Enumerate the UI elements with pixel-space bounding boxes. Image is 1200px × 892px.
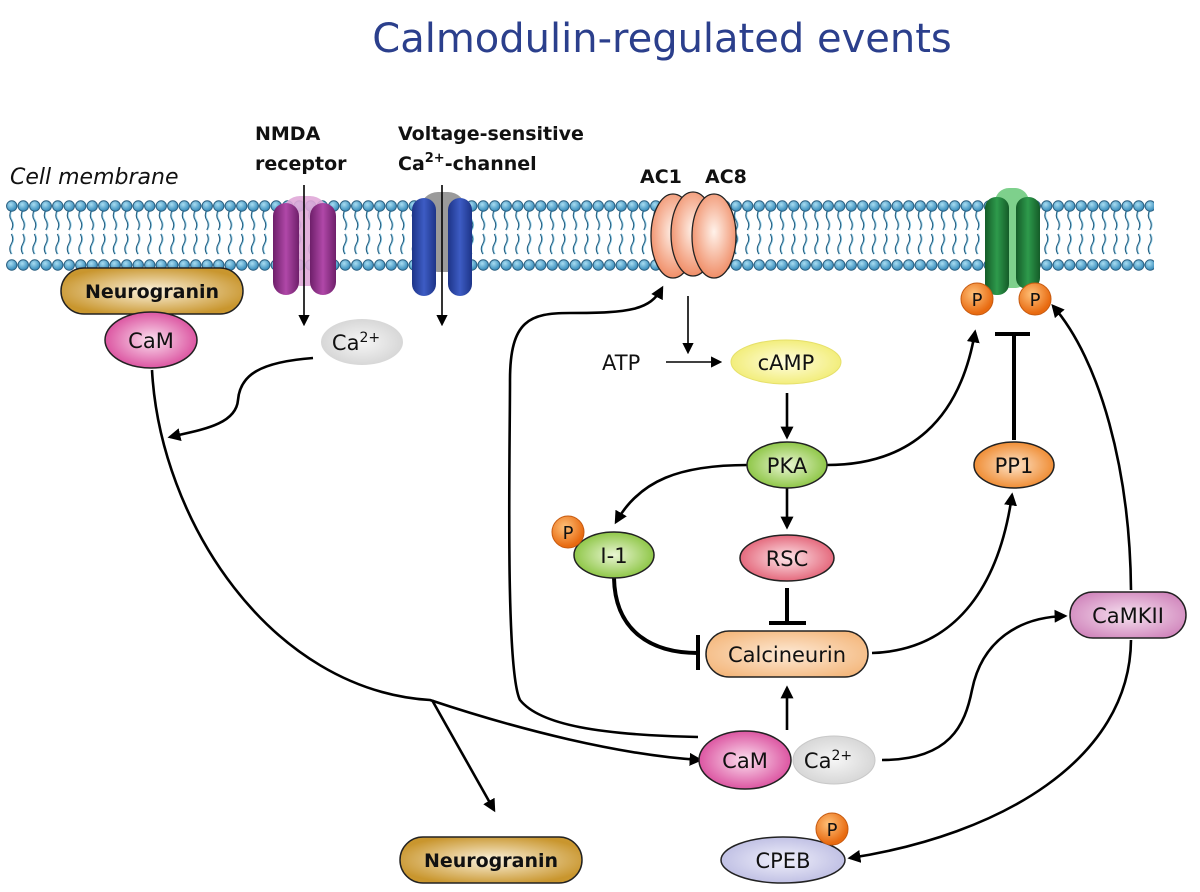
phosphate-receptor-left: P: [960, 282, 994, 316]
pp1-node: PP1: [973, 441, 1055, 489]
i1-node: I-1: [573, 531, 655, 579]
voltage-sensitive-calcium-channel: [412, 192, 472, 296]
nmda-receptor: [273, 196, 336, 295]
svg-text:CPEB: CPEB: [755, 849, 810, 873]
svg-text:P: P: [1030, 290, 1041, 311]
svg-text:Neurogranin: Neurogranin: [424, 850, 558, 872]
cam-node-top: CaM: [104, 311, 198, 369]
calcium-node-top: Ca2+: [321, 319, 403, 365]
calcium-node-bottom: Ca2+: [792, 735, 876, 785]
calcineurin-node: Calcineurin: [705, 630, 869, 678]
ac8-label: AC8: [705, 166, 747, 188]
neurogranin-node-top: Neurogranin: [60, 267, 244, 315]
rsc-node: RSC: [739, 534, 835, 582]
svg-text:P: P: [827, 820, 838, 841]
nmda-label-line2: receptor: [255, 153, 347, 175]
svg-text:cAMP: cAMP: [758, 351, 815, 375]
edge-i1-inhibits-calcineurin: [612, 577, 699, 655]
svg-text:CaM: CaM: [722, 749, 768, 773]
edge-cam-to-cam-ca: [150, 369, 703, 766]
svg-text:P: P: [563, 523, 574, 544]
svg-text:PKA: PKA: [767, 454, 808, 478]
phosphate-i1: P: [551, 515, 585, 549]
edge-pka-to-i1: [614, 463, 749, 525]
edge-cam-ca-to-camkii: [881, 609, 1068, 762]
vsc-label-line1: Voltage-sensitive: [398, 123, 584, 145]
svg-text:P: P: [972, 290, 983, 311]
cell-membrane-label: Cell membrane: [10, 165, 178, 190]
ampa-receptor: [985, 188, 1040, 295]
nmda-label-line1: NMDA: [255, 123, 321, 145]
svg-text:PP1: PP1: [995, 454, 1034, 478]
edge-ca-to-cam-path: [167, 356, 314, 441]
edge-cam-to-neurogranin: [430, 699, 496, 813]
pka-node: PKA: [746, 441, 828, 489]
adenylyl-cyclase-ac1-ac8: [650, 191, 737, 279]
cpeb-node: CPEB: [720, 836, 846, 884]
svg-text:CaM: CaM: [128, 329, 174, 353]
phosphate-receptor-right: P: [1018, 282, 1052, 316]
svg-text:Ca2+: Ca2+: [804, 748, 852, 773]
svg-text:I-1: I-1: [600, 544, 627, 568]
svg-text:CaMKII: CaMKII: [1092, 604, 1164, 628]
camkii-node: CaMKII: [1069, 591, 1187, 639]
atp-label: ATP: [602, 351, 640, 375]
ac1-label: AC1: [640, 166, 682, 188]
neurogranin-node-bottom: Neurogranin: [399, 836, 583, 884]
diagram-title: Calmodulin-regulated events: [372, 16, 951, 62]
svg-text:Neurogranin: Neurogranin: [85, 281, 219, 303]
svg-text:Ca2+: Ca2+: [332, 330, 380, 355]
cell-membrane: [6, 200, 1154, 272]
vsc-label-line2: Ca2+-channel: [398, 151, 537, 175]
camp-node: cAMP: [730, 339, 842, 385]
svg-text:RSC: RSC: [766, 547, 809, 571]
cam-node-bottom: CaM: [698, 730, 792, 790]
edge-camkii-to-receptor-p: [1051, 304, 1133, 591]
edge-cam-ca-to-ac: [507, 285, 699, 739]
phosphate-cpeb: P: [815, 812, 849, 846]
svg-text:Calcineurin: Calcineurin: [728, 643, 846, 667]
edge-camkii-to-cpeb: [847, 639, 1133, 863]
edge-pka-to-receptor-p: [826, 329, 980, 467]
edge-calcineurin-to-pp1: [871, 492, 1017, 655]
edges: [150, 185, 1133, 863]
